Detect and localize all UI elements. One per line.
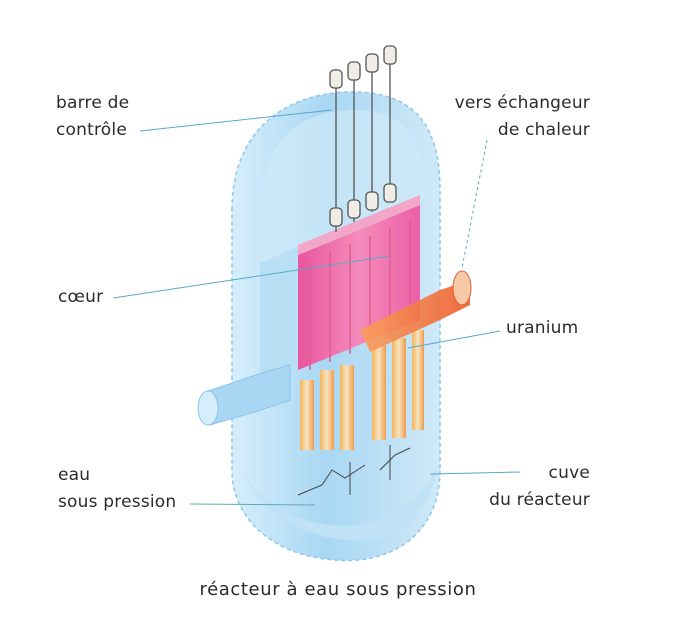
label-core-text: cœur xyxy=(58,287,104,307)
leader-lines xyxy=(112,109,521,506)
outlet-pipe xyxy=(360,270,472,352)
label-heat-exchanger-line1: vers échangeur xyxy=(454,93,590,113)
label-core: cœur xyxy=(58,284,103,311)
control-rods xyxy=(329,45,397,232)
label-uranium-text: uranium xyxy=(506,318,579,338)
label-pressurized-water-line1: eau xyxy=(58,465,91,485)
label-control-rod: barre de contrôle xyxy=(56,90,129,144)
inlet-pipe xyxy=(197,364,291,426)
label-uranium: uranium xyxy=(506,315,578,342)
label-control-rod-line1: barre de xyxy=(56,93,130,113)
label-vessel-line1: cuve xyxy=(548,463,590,483)
water-flow-lines xyxy=(297,445,411,496)
label-heat-exchanger: vers échangeur de chaleur xyxy=(440,90,590,144)
label-control-rod-line2: contrôle xyxy=(56,120,127,140)
diagram-caption: réacteur à eau sous pression xyxy=(199,579,477,600)
label-pressurized-water-line2: sous pression xyxy=(58,492,177,512)
label-vessel: cuve du réacteur xyxy=(470,460,590,514)
label-heat-exchanger-line2: de chaleur xyxy=(497,120,590,140)
label-pressurized-water: eau sous pression xyxy=(58,462,176,516)
label-vessel-line2: du réacteur xyxy=(489,490,590,510)
